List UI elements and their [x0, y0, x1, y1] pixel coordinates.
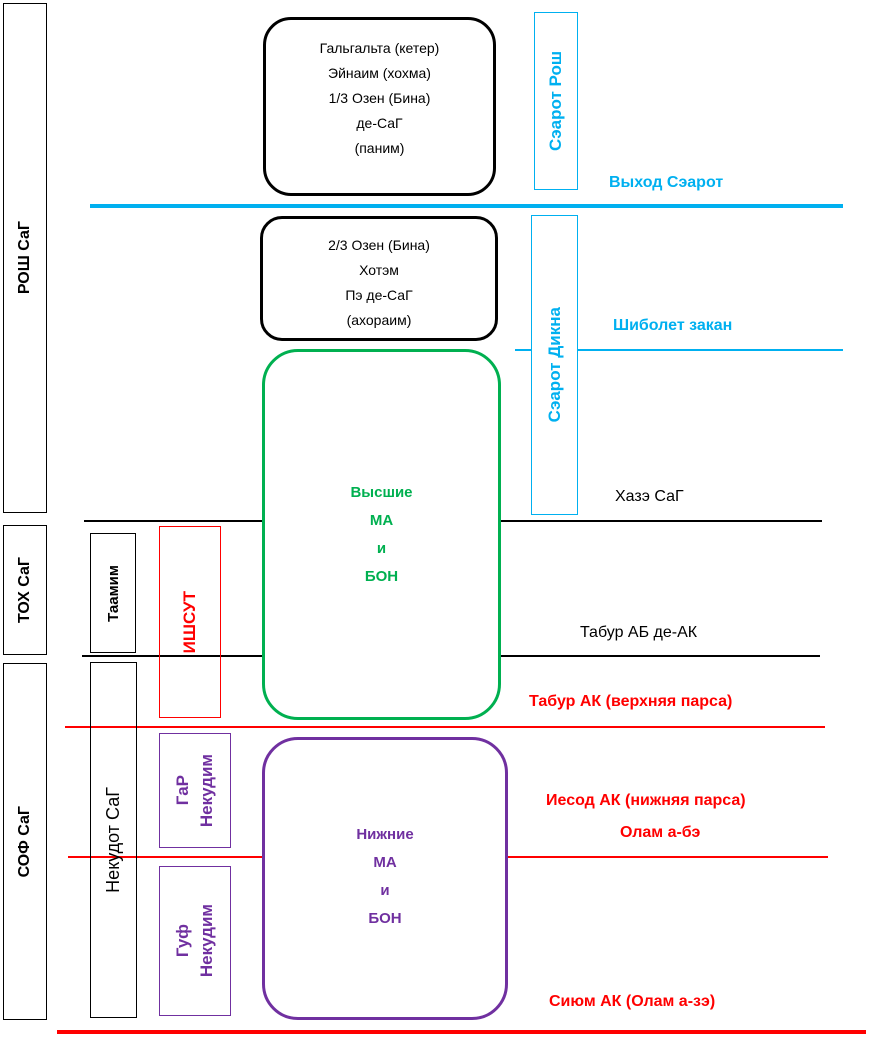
upper-rosh-line: (паним)	[354, 140, 405, 156]
siyum-ak-label: Сиюм АК (Олам а-зэ)	[549, 993, 716, 1010]
lower-rosh-line: Хотэм	[359, 262, 399, 278]
tabur-ak-label: Табур АК (верхняя парса)	[529, 693, 733, 710]
lower-rosh-box: 2/3 Озен (Бина) Хотэм Пэ де-СаГ (ахораим…	[260, 216, 498, 341]
yesod-ak-label: Иесод АК (нижняя парса)	[546, 792, 746, 809]
tseirot-dikna-box: Сэарот Дикна	[531, 215, 578, 515]
taamim-label: Таамим	[104, 564, 122, 622]
gar-nekudim-box: ГаР Некудим	[159, 733, 231, 848]
upper-rosh-line: 1/3 Озен (Бина)	[328, 90, 431, 106]
ishsut-box: ИШСУТ	[159, 526, 221, 718]
rosh-sag-box: РОШ СаГ	[3, 3, 47, 513]
lower-ma-bon-box: Нижние МА и БОН	[262, 737, 508, 1020]
lower-rosh-line: Пэ де-СаГ	[345, 287, 413, 303]
upper-rosh-line: Эйнаим (хохма)	[328, 65, 431, 81]
tabur-ab-line-right	[500, 655, 820, 657]
rosh-sag-label: РОШ СаГ	[16, 221, 33, 295]
tabur-ab-label: Табур АБ де-АК	[580, 624, 698, 641]
nekudim-label-lower: Некудим	[197, 904, 216, 978]
sof-sag-box: СОФ СаГ	[3, 663, 47, 1020]
tseirot-dikna-label: Сэарот Дикна	[544, 307, 564, 423]
shibolet-zakan-line	[515, 349, 843, 351]
upper-rosh-line: де-СаГ	[356, 115, 403, 131]
upper-ma-bon-line: Высшие	[350, 483, 413, 501]
haze-sag-line-left	[84, 520, 264, 522]
haze-sag-line-right	[500, 520, 822, 522]
gar-label: ГаР	[173, 775, 192, 806]
haze-sag-label: Хазэ СаГ	[615, 488, 684, 505]
toh-sag-box: ТОХ СаГ	[3, 525, 47, 655]
yeziat-tseirot-label: Выход Сэарот	[609, 174, 724, 191]
tseirot-rosh-box: Сэарот Рош	[534, 12, 578, 190]
upper-ma-bon-line: и	[376, 539, 387, 557]
sof-sag-label: СОФ СаГ	[16, 805, 33, 878]
siyum-ak-line	[57, 1030, 866, 1034]
yesod-ak-line-right	[507, 856, 828, 858]
tabur-ab-line-left	[82, 655, 264, 657]
upper-rosh-box: Гальгальта (кетер) Эйнаим (хохма) 1/3 Оз…	[263, 17, 496, 196]
nekudim-label-upper: Некудим	[197, 753, 216, 828]
upper-ma-bon-line: БОН	[364, 567, 399, 585]
taamim-box: Таамим	[90, 533, 136, 653]
guf-nekudim-box: Гуф Некудим	[159, 866, 231, 1016]
tseirot-rosh-label: Сэарот Рош	[546, 51, 565, 151]
upper-ma-bon-box: Высшие МА и БОН	[262, 349, 501, 720]
toh-sag-label: ТОХ СаГ	[16, 556, 33, 624]
nekudot-sag-label: Некудот СаГ	[103, 787, 123, 893]
lower-ma-bon-line: МА	[373, 853, 397, 871]
lower-rosh-line: 2/3 Озен (Бина)	[328, 237, 430, 253]
lower-ma-bon-line: Нижние	[356, 825, 414, 843]
exit-tseirot-line	[90, 204, 843, 208]
lower-ma-bon-line: и	[380, 881, 390, 899]
olam-abe-label: Олам а-бэ	[620, 824, 701, 841]
upper-ma-bon-line: МА	[369, 511, 394, 529]
tabur-ak-line	[65, 726, 825, 728]
upper-rosh-line: Гальгальта (кетер)	[319, 40, 440, 56]
guf-label: Гуф	[173, 924, 192, 958]
lower-rosh-line: (ахораим)	[346, 312, 412, 328]
ishsut-label: ИШСУТ	[180, 590, 199, 654]
yesod-ak-line-left	[68, 856, 264, 858]
nekudot-sag-box: Некудот СаГ	[90, 662, 137, 1018]
lower-ma-bon-line: БОН	[368, 909, 402, 927]
shibolet-zakan-label: Шиболет закан	[613, 317, 733, 334]
